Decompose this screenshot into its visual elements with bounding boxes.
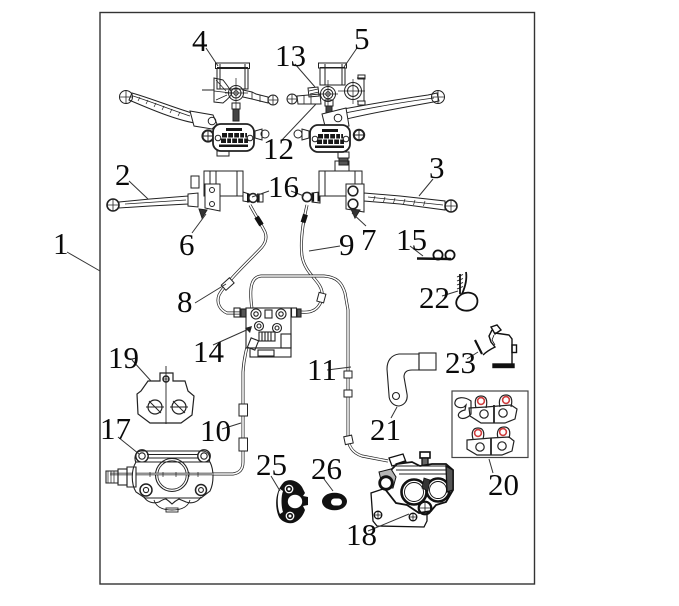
svg-text:3: 3 xyxy=(429,150,445,185)
svg-text:2: 2 xyxy=(115,157,131,192)
svg-text:15: 15 xyxy=(396,222,427,257)
svg-text:19: 19 xyxy=(108,340,139,375)
svg-text:5: 5 xyxy=(354,21,370,56)
svg-text:14: 14 xyxy=(193,334,225,369)
svg-text:7: 7 xyxy=(361,222,377,257)
svg-text:23: 23 xyxy=(445,345,476,380)
svg-text:12: 12 xyxy=(263,131,294,166)
svg-text:22: 22 xyxy=(419,280,450,315)
svg-text:11: 11 xyxy=(307,352,337,387)
svg-text:10: 10 xyxy=(200,413,231,448)
svg-text:4: 4 xyxy=(192,23,208,58)
svg-text:13: 13 xyxy=(275,38,306,73)
svg-text:17: 17 xyxy=(100,411,131,446)
svg-text:20: 20 xyxy=(488,467,519,502)
svg-text:26: 26 xyxy=(311,451,342,486)
svg-text:18: 18 xyxy=(346,517,377,552)
svg-text:9: 9 xyxy=(339,227,355,262)
svg-text:8: 8 xyxy=(177,284,193,319)
svg-text:25: 25 xyxy=(256,447,287,482)
svg-text:6: 6 xyxy=(179,227,195,262)
svg-text:16: 16 xyxy=(268,169,299,204)
svg-text:21: 21 xyxy=(370,412,401,447)
svg-text:1: 1 xyxy=(53,226,69,261)
